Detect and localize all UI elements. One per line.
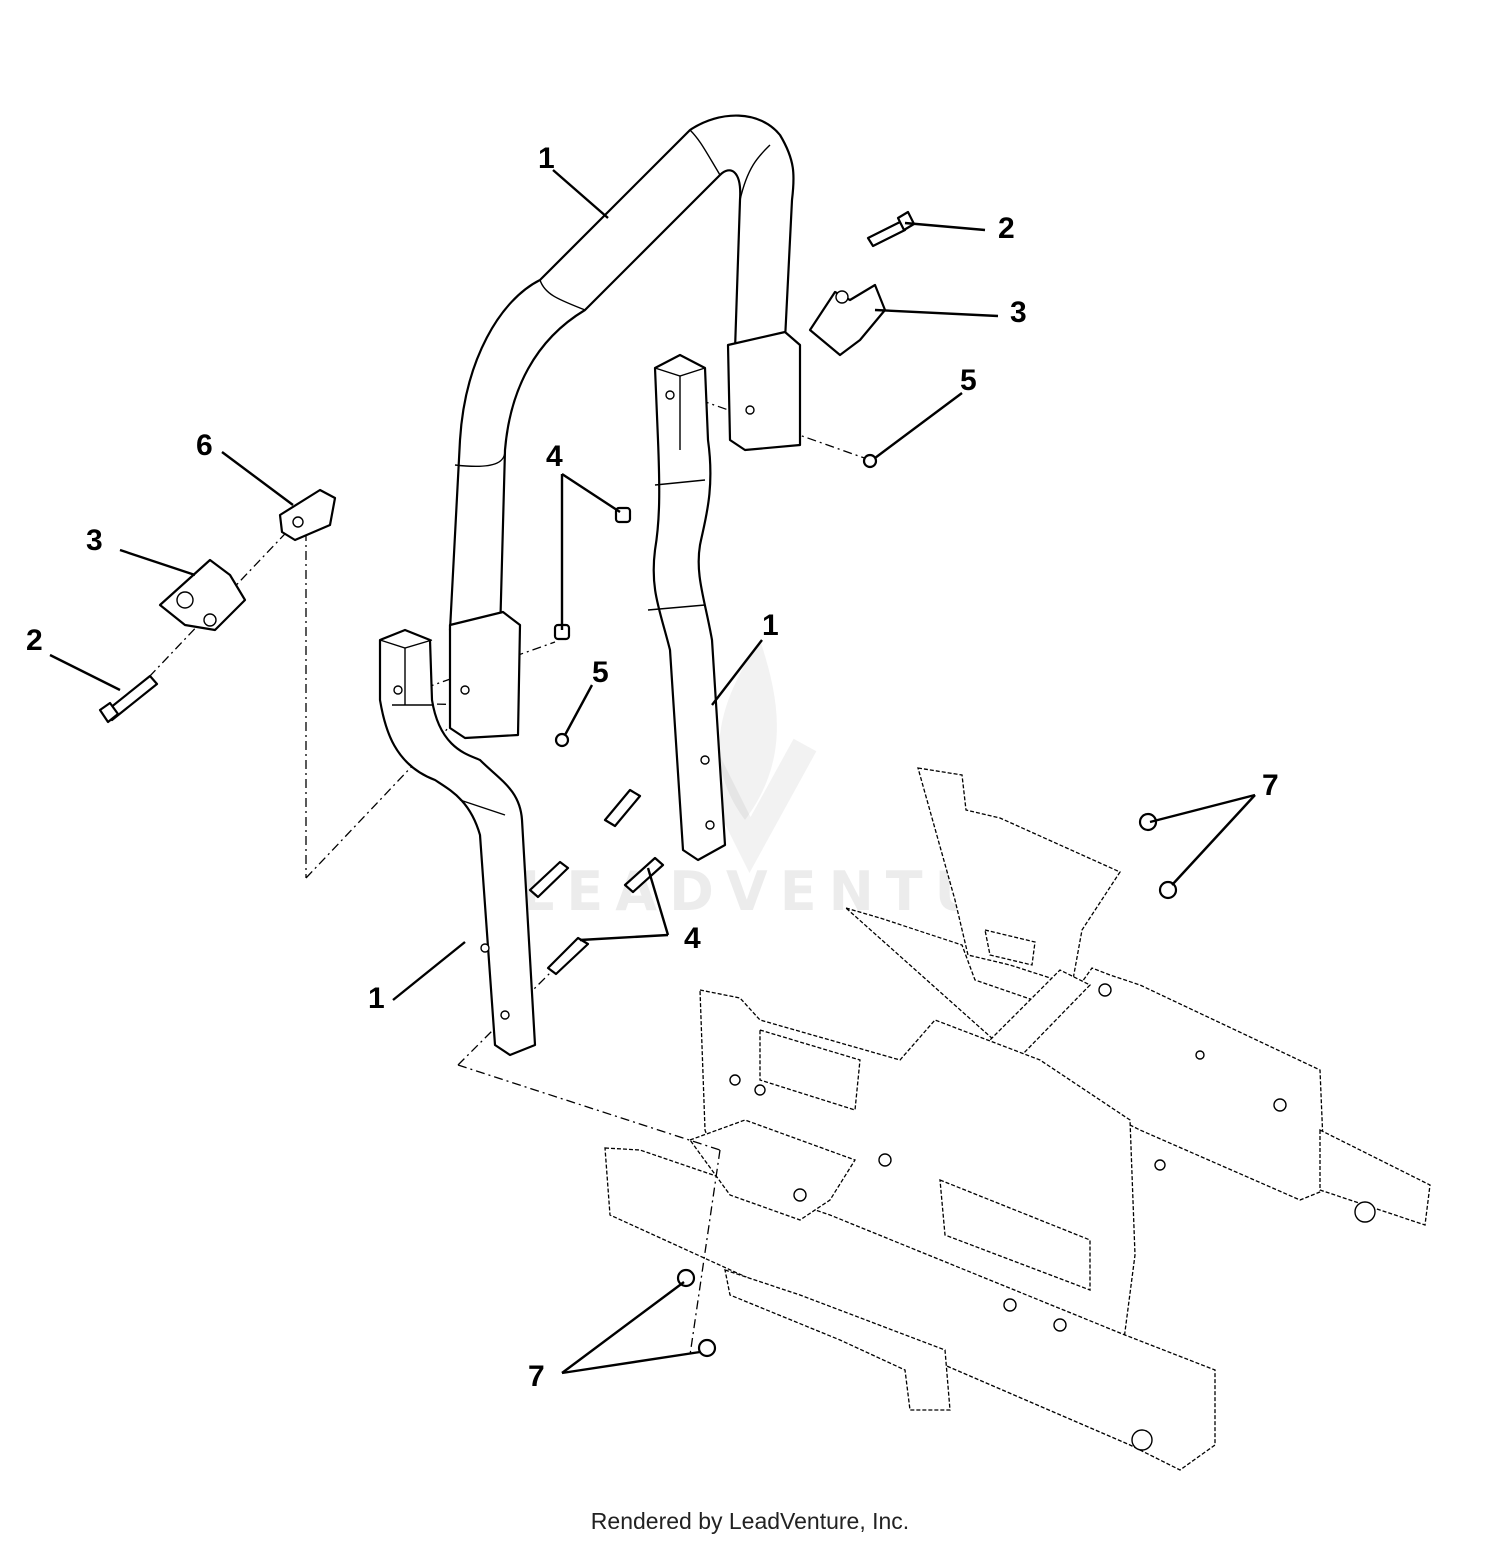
callout-labels: 1 2 3 5 6 4 3 2 5 1 7 4 1 7 (26, 142, 1279, 1393)
callout-4-lower-bolts: 4 (684, 922, 701, 955)
render-credit: Rendered by LeadVenture, Inc. (590, 1508, 910, 1534)
callout-6-bracket: 6 (196, 429, 213, 462)
callout-4-upper-nuts: 4 (546, 440, 563, 473)
hoop-right-sleeve (726, 330, 802, 452)
callout-2-right-bolt: 2 (998, 212, 1015, 245)
frame-seat-plate (917, 767, 1121, 986)
roll-bar-left-upright (378, 628, 537, 1057)
callout-3-left-pin: 3 (86, 524, 103, 557)
frame-bushing-front (1131, 1429, 1153, 1451)
callout-7-upper-nuts: 7 (1262, 769, 1279, 802)
frame-mount-plate (688, 1119, 856, 1221)
callout-1-upper-hoop: 1 (538, 142, 555, 175)
hoop-left-sleeve (448, 610, 522, 740)
leader-lines (49, 169, 1256, 1375)
callout-2-left-bolt: 2 (26, 624, 43, 657)
clip-pins-5 (554, 453, 878, 748)
callout-7-lower-nuts: 7 (528, 1360, 545, 1393)
frame-bushing-right (1354, 1201, 1376, 1223)
frame-right-rail (1319, 1128, 1431, 1226)
hitch-pin-left (158, 558, 247, 632)
bolt-group-4 (528, 506, 665, 976)
mower-frame (604, 767, 1431, 1471)
callout-5-left-clip: 5 (592, 656, 609, 689)
nuts-7 (676, 812, 1178, 1358)
callout-1-left-upright: 1 (368, 982, 385, 1015)
roll-bar-upper-hoop (448, 114, 802, 740)
hitch-pin-right (808, 283, 887, 357)
bolt-right (866, 210, 916, 248)
frame-bracket (724, 1269, 951, 1411)
callout-3-right-pin: 3 (1010, 296, 1027, 329)
bolt-left (98, 674, 159, 724)
callout-1-right-upright: 1 (762, 609, 779, 642)
roll-bar-right-upright (647, 353, 727, 862)
bracket-6 (278, 488, 337, 542)
callout-5-right-clip: 5 (960, 364, 977, 397)
